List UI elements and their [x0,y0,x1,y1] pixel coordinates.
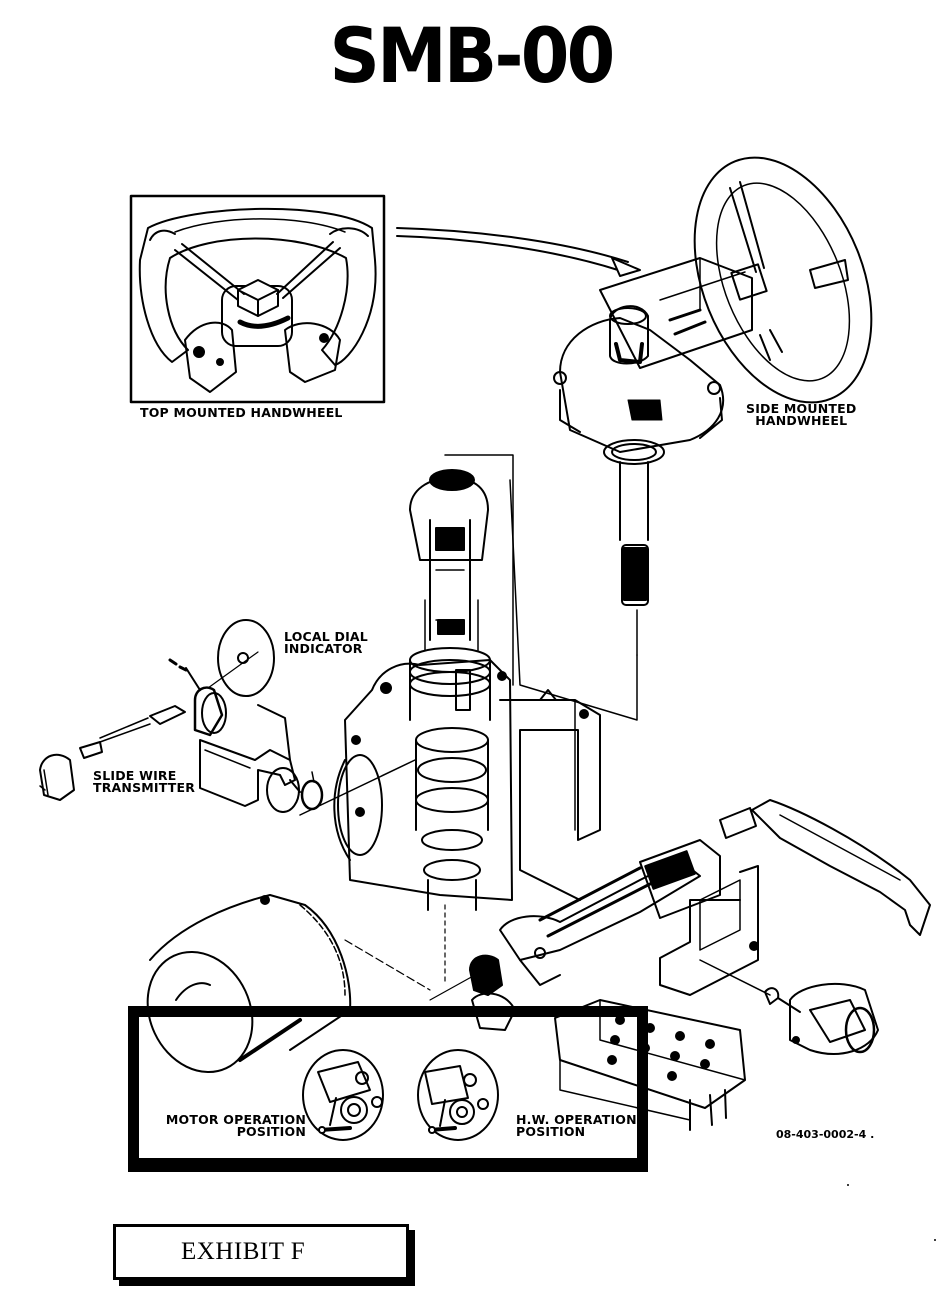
slide-wire-transmitter-illustration [39,619,324,813]
label-line-2: TRANSMITTER [93,780,196,795]
label-top-mounted-handwheel: TOP MOUNTED HANDWHEEL [140,405,343,420]
motor-operation-position-illustration [302,1049,384,1141]
top-mounted-handwheel-illustration [129,194,386,404]
top-leader-line [444,454,514,686]
label-line-1: H.W. OPERATION [516,1112,637,1127]
label-text: TOP MOUNTED HANDWHEEL [140,405,343,420]
operation-position-frame [128,1006,648,1172]
hw-operation-position-illustration [417,1049,499,1141]
label-line-2: POSITION [516,1124,586,1139]
exhibit-label: EXHIBIT F [181,1238,306,1265]
exhibit-label-box: EXHIBIT F [113,1224,409,1280]
label-line-2: HANDWHEEL [755,413,848,428]
motor-illustration [146,894,476,1074]
label-motor-operation-position: MOTOR OPERATION POSITION [158,1112,306,1139]
document-title: SMB-00 [329,11,615,100]
label-line-1: LOCAL DIAL [284,629,368,644]
figure-part-number: 08-403-0002-4 . [776,1128,875,1141]
central-actuator-illustration [299,469,601,986]
side-handwheel-leader-line [509,479,638,721]
label-line-2: POSITION [236,1124,306,1139]
curved-arrow-icon [396,227,641,277]
clutch-assembly-illustration [469,799,931,1055]
label-hw-operation-position: H.W. OPERATION POSITION [516,1112,637,1139]
label-local-dial-indicator: LOCAL DIAL INDICATOR [284,629,368,656]
side-mounted-handwheel-illustration [553,156,873,656]
label-line-1: SIDE MOUNTED [746,401,857,416]
label-line-2: INDICATOR [284,641,363,656]
label-line-1: SLIDE WIRE [93,768,177,783]
top-handwheel-frame [129,194,386,404]
label-side-mounted-handwheel: SIDE MOUNTED HANDWHEEL [746,401,857,428]
label-slide-wire-transmitter: SLIDE WIRE TRANSMITTER [93,768,196,795]
label-line-1: MOTOR OPERATION [165,1112,306,1127]
